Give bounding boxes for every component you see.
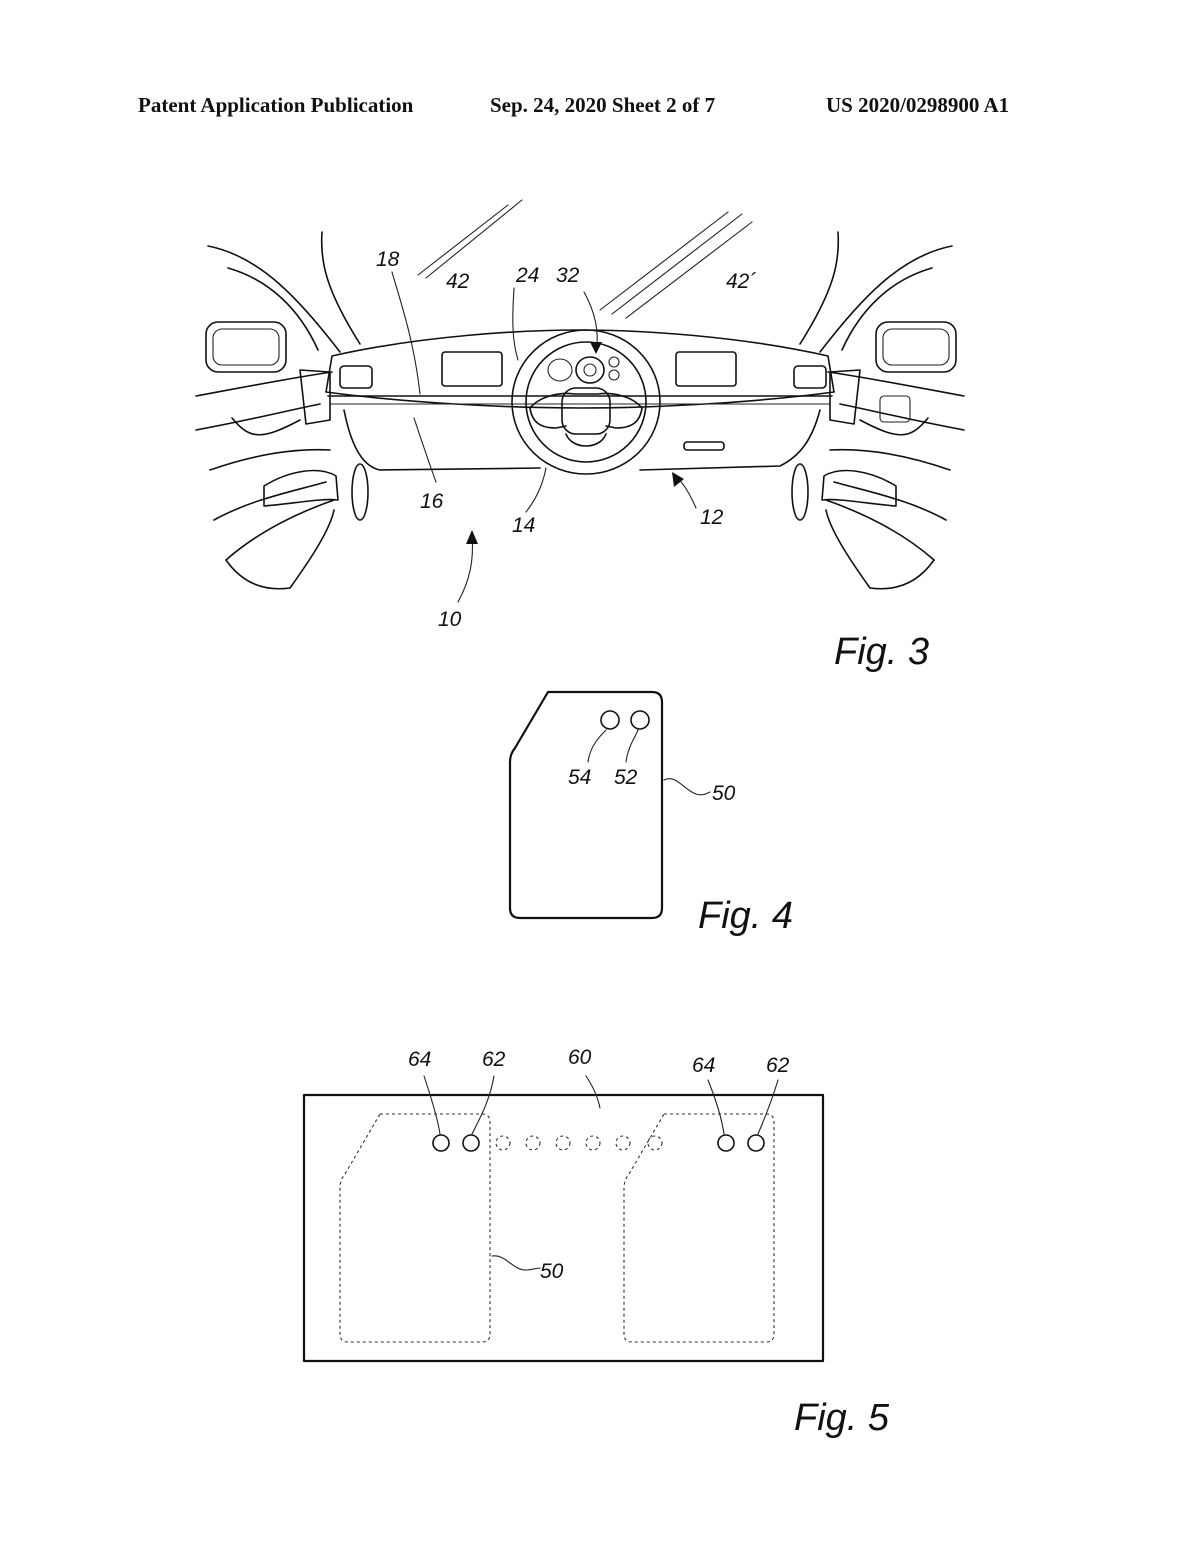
dashboard — [326, 330, 834, 470]
contact-64-left — [433, 1135, 449, 1151]
left-side-mirror — [206, 322, 286, 372]
glove-box-handle — [684, 442, 724, 450]
windshield-hatch — [418, 200, 752, 318]
ref-10: 10 — [438, 608, 462, 631]
ref-62-right: 62 — [766, 1054, 790, 1077]
figure-5-panel: 64 62 60 64 62 50 Fig. 5 — [304, 1046, 890, 1439]
ref-52: 52 — [614, 766, 638, 789]
ref-24: 24 — [515, 264, 539, 287]
ref-64-right: 64 — [692, 1054, 715, 1077]
figure-4-card: 54 52 50 Fig. 4 — [510, 692, 793, 937]
ref-54: 54 — [568, 766, 591, 789]
panel-60-outline — [304, 1095, 823, 1361]
ref-42: 42 — [446, 270, 470, 293]
ref-14: 14 — [512, 514, 535, 537]
card-outline-right — [624, 1114, 774, 1342]
intermediate-contacts — [496, 1136, 662, 1150]
figure-3-vehicle-interior: 18 42 24 32 42´ 16 14 12 10 Fig. 3 — [196, 200, 964, 673]
ref-42-prime: 42´ — [726, 270, 756, 293]
ref-50: 50 — [712, 782, 736, 805]
ref-50-fig5: 50 — [540, 1260, 564, 1283]
ref-18: 18 — [376, 248, 400, 271]
display-42-prime — [676, 352, 736, 386]
ref-16: 16 — [420, 490, 444, 513]
a-pillars — [208, 232, 952, 352]
ref-62-left: 62 — [482, 1048, 506, 1071]
contact-54 — [601, 711, 619, 729]
card-50-outline — [510, 692, 662, 918]
right-door-panel — [792, 370, 964, 589]
contact-52 — [631, 711, 649, 729]
ref-12: 12 — [700, 506, 724, 529]
left-door-panel — [196, 370, 368, 589]
steering-wheel — [512, 330, 660, 474]
card-outline-left — [340, 1114, 490, 1342]
display-42 — [442, 352, 502, 386]
figure-4-label: Fig. 4 — [698, 895, 793, 937]
ref-60: 60 — [568, 1046, 592, 1069]
contact-62-left — [463, 1135, 479, 1151]
contact-64-right — [718, 1135, 734, 1151]
ref-64-left: 64 — [408, 1048, 431, 1071]
right-side-mirror — [876, 322, 956, 372]
figure-5-label: Fig. 5 — [794, 1397, 890, 1439]
figure-3-label: Fig. 3 — [834, 631, 929, 673]
ref-32: 32 — [556, 264, 580, 287]
contact-62-right — [748, 1135, 764, 1151]
